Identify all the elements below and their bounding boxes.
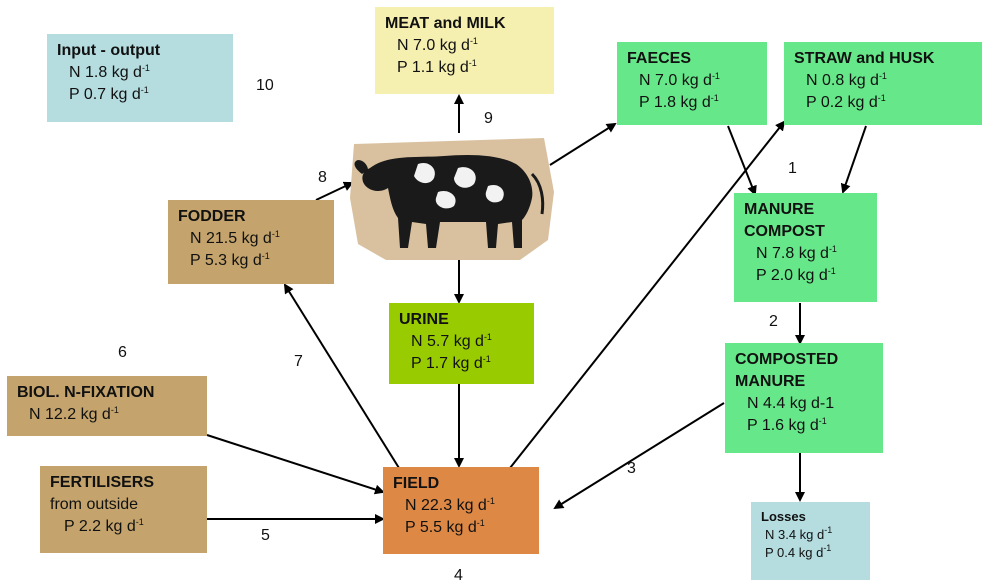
field-p: P 5.5 kg d <box>405 519 477 536</box>
flow-number-9: 9 <box>484 110 493 127</box>
composted-manure-p: P 1.6 kg d <box>747 417 819 434</box>
straw-husk-title: STRAW and HUSK <box>794 50 935 67</box>
field-n: N 22.3 kg d <box>405 497 487 514</box>
meat-milk-title: MEAT and MILK <box>385 15 506 32</box>
manure-compost-p: P 2.0 kg d <box>756 267 828 284</box>
urine-box: URINE N 5.7 kg d-1 P 1.7 kg d-1 <box>389 303 534 384</box>
straw-husk-n: N 0.8 kg d <box>806 72 879 89</box>
fertilisers-title: FERTILISERS <box>50 474 155 491</box>
field-n-sup: -1 <box>486 496 495 506</box>
manure-compost-title: MANURE COMPOST <box>744 201 825 240</box>
fertilisers-box: FERTILISERS from outside P 2.2 kg d-1 <box>40 466 207 553</box>
straw-husk-box: STRAW and HUSK N 0.8 kg d-1 P 0.2 kg d-1 <box>784 42 982 125</box>
arrow-faeces-to-manure <box>727 125 757 196</box>
composted-manure-n: N 4.4 kg d-1 <box>747 395 835 412</box>
cow-icon <box>350 138 554 260</box>
fertilisers-p: P 2.2 kg d <box>64 518 136 535</box>
arrow-composted-to-field <box>553 402 725 510</box>
urine-p-sup: -1 <box>482 354 491 364</box>
urine-n: N 5.7 kg d <box>411 333 484 350</box>
biol-n-fixation-n: N 12.2 kg d <box>29 406 111 423</box>
meat-milk-p-sup: -1 <box>468 58 477 68</box>
biol-n-fixation-title: BIOL. N-FIXATION <box>17 384 155 401</box>
biol-n-fixation-box: BIOL. N-FIXATION N 12.2 kg d-1 <box>7 376 207 436</box>
losses-n: N 3.4 kg d <box>765 527 825 542</box>
straw-husk-p: P 0.2 kg d <box>806 94 878 111</box>
urine-p: P 1.7 kg d <box>411 355 483 372</box>
input-output-p: P 0.7 kg d <box>69 86 141 103</box>
faeces-box: FAECES N 7.0 kg d-1 P 1.8 kg d-1 <box>617 42 767 125</box>
flow-number-4: 4 <box>454 567 463 584</box>
urine-n-sup: -1 <box>483 332 492 342</box>
biol-n-fixation-n-sup: -1 <box>110 405 119 415</box>
flow-number-10: 10 <box>256 77 274 94</box>
faeces-title: FAECES <box>627 50 692 67</box>
urine-title: URINE <box>399 311 449 328</box>
meat-milk-p: P 1.1 kg d <box>397 59 469 76</box>
flow-number-1: 1 <box>788 160 797 177</box>
fodder-box: FODDER N 21.5 kg d-1 P 5.3 kg d-1 <box>168 200 334 284</box>
losses-title: Losses <box>761 509 806 524</box>
composted-manure-box: COMPOSTED MANURE N 4.4 kg d-1 P 1.6 kg d… <box>725 343 883 453</box>
fertilisers-p-sup: -1 <box>135 517 144 527</box>
losses-p-sup: -1 <box>823 543 832 553</box>
faeces-p-sup: -1 <box>710 93 719 103</box>
arrow-fodder-to-cow <box>315 181 354 201</box>
input-output-title: Input - output <box>57 42 161 59</box>
composted-manure-p-sup: -1 <box>818 416 827 426</box>
arrow-biol-to-field <box>206 434 385 495</box>
fodder-p-sup: -1 <box>261 251 270 261</box>
losses-box: Losses N 3.4 kg d-1 P 0.4 kg d-1 <box>751 502 870 580</box>
manure-compost-n-sup: -1 <box>828 244 837 254</box>
arrow-cow-to-faeces <box>549 122 617 166</box>
manure-compost-box: MANURE COMPOST N 7.8 kg d-1 P 2.0 kg d-1 <box>734 193 877 302</box>
field-title: FIELD <box>393 475 440 492</box>
fodder-title: FODDER <box>178 208 246 225</box>
input-output-n: N 1.8 kg d <box>69 64 142 81</box>
flow-number-3: 3 <box>627 460 636 477</box>
fodder-p: P 5.3 kg d <box>190 252 262 269</box>
field-box: FIELD N 22.3 kg d-1 P 5.5 kg d-1 <box>383 467 539 554</box>
manure-compost-n: N 7.8 kg d <box>756 245 829 262</box>
straw-husk-p-sup: -1 <box>877 93 886 103</box>
meat-milk-n: N 7.0 kg d <box>397 37 470 54</box>
input-output-box: Input - output N 1.8 kg d-1 P 0.7 kg d-1 <box>47 34 233 122</box>
fodder-n-sup: -1 <box>271 229 280 239</box>
meat-milk-n-sup: -1 <box>469 36 478 46</box>
losses-p: P 0.4 kg d <box>765 545 824 560</box>
arrow-field-to-straw <box>509 120 786 469</box>
manure-compost-p-sup: -1 <box>827 266 836 276</box>
faeces-n: N 7.0 kg d <box>639 72 712 89</box>
flow-number-6: 6 <box>118 344 127 361</box>
fertilisers-sub: from outside <box>50 496 139 513</box>
composted-manure-title: COMPOSTED MANURE <box>735 351 839 390</box>
straw-husk-n-sup: -1 <box>878 71 887 81</box>
flow-number-7: 7 <box>294 353 303 370</box>
arrow-field-to-fodder <box>283 283 400 469</box>
field-p-sup: -1 <box>476 518 485 528</box>
input-output-n-sup: -1 <box>141 63 150 73</box>
arrow-straw-to-manure <box>840 125 867 194</box>
flow-number-5: 5 <box>261 527 270 544</box>
faeces-p: P 1.8 kg d <box>639 94 711 111</box>
meat-milk-box: MEAT and MILK N 7.0 kg d-1 P 1.1 kg d-1 <box>375 7 554 94</box>
fodder-n: N 21.5 kg d <box>190 230 272 247</box>
faeces-n-sup: -1 <box>711 71 720 81</box>
flow-number-8: 8 <box>318 169 327 186</box>
losses-n-sup: -1 <box>824 525 833 535</box>
input-output-p-sup: -1 <box>140 85 149 95</box>
flow-number-2: 2 <box>769 313 778 330</box>
